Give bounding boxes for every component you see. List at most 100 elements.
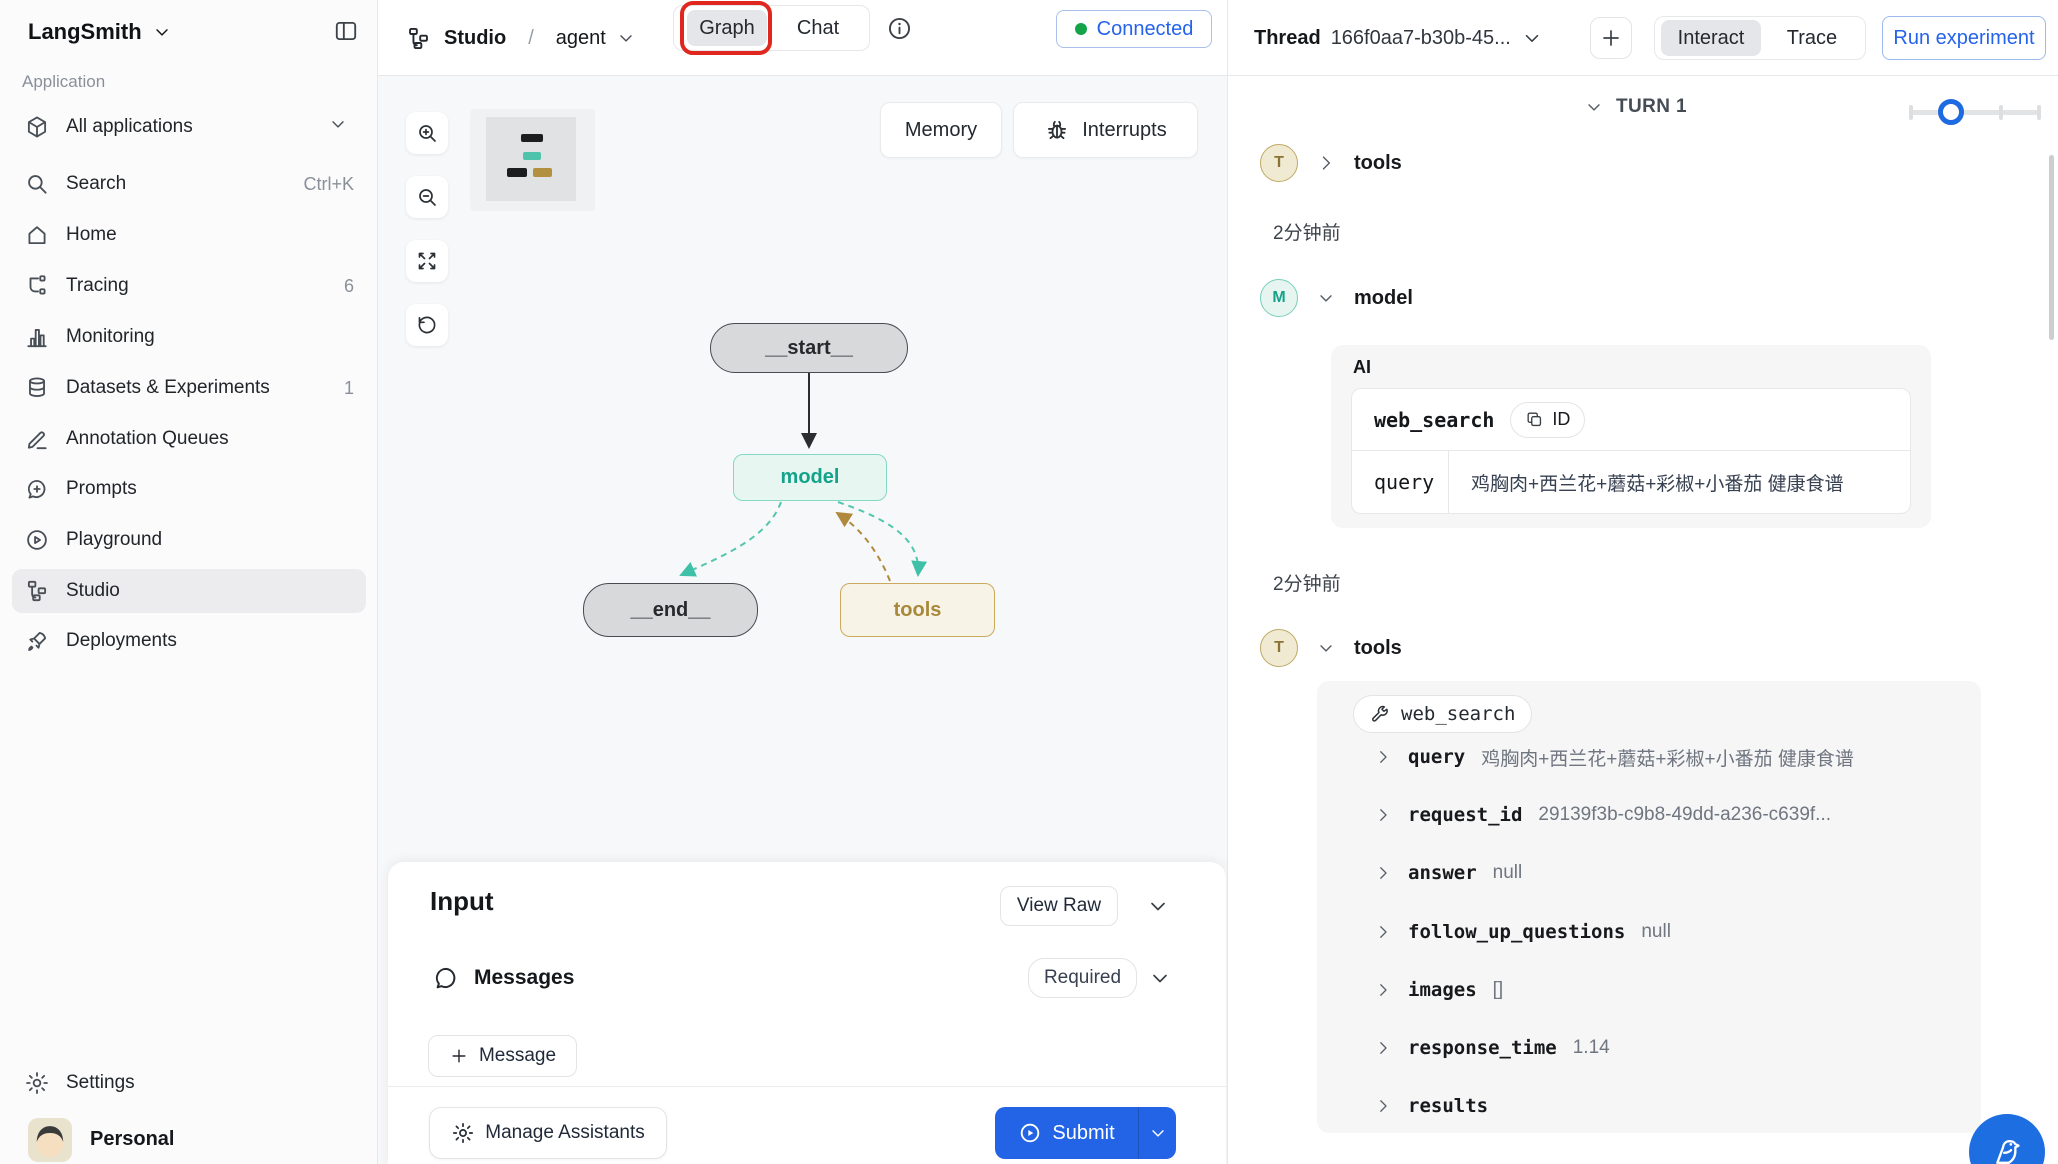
tab-graph[interactable]: Graph xyxy=(687,10,767,46)
sidebar-item-settings[interactable]: Settings xyxy=(12,1061,366,1105)
zoom-out-button[interactable] xyxy=(406,176,448,218)
bug-icon xyxy=(1044,117,1070,143)
chevron-right-icon xyxy=(1374,806,1392,824)
thread-header: Thread 166f0aa7-b30b-45... Interact Trac… xyxy=(1228,0,2058,76)
graph-minimap[interactable] xyxy=(470,109,595,211)
run-experiment-button[interactable]: Run experiment xyxy=(1882,16,2046,60)
chevron-down-icon xyxy=(328,114,354,140)
turn-chevron-down-icon xyxy=(1584,97,1604,117)
sidebar-item-playground[interactable]: Playground xyxy=(12,518,366,562)
new-thread-button[interactable] xyxy=(1590,17,1632,59)
account-name[interactable]: Personal xyxy=(90,1128,175,1150)
connected-dot-icon xyxy=(1074,23,1087,35)
chevron-right-icon[interactable] xyxy=(1316,153,1336,173)
fit-view-button[interactable] xyxy=(406,240,448,282)
chevron-down-icon xyxy=(616,28,636,48)
tools-avatar: T xyxy=(1260,144,1298,182)
messages-field-label: Messages xyxy=(474,966,575,989)
info-icon[interactable] xyxy=(886,15,913,42)
workspace-switcher[interactable]: LangSmith xyxy=(28,12,172,52)
node-model[interactable]: model xyxy=(733,454,887,501)
sidebar-item-all-applications[interactable]: All applications xyxy=(12,105,366,149)
edge-tools-to-model xyxy=(835,511,891,582)
monitoring-icon xyxy=(24,324,50,350)
input-title: Input xyxy=(430,886,494,916)
tab-interact[interactable]: Interact xyxy=(1661,20,1761,56)
chevron-down-icon[interactable] xyxy=(1316,638,1336,658)
node-start[interactable]: __start__ xyxy=(710,323,908,373)
sidebar-item-tracing[interactable]: Tracing 6 xyxy=(12,264,366,308)
zoom-in-button[interactable] xyxy=(406,112,448,154)
connection-status-badge[interactable]: Connected xyxy=(1056,10,1212,48)
breadcrumb: Studio / agent xyxy=(405,0,636,76)
result-row-follow-up-questions[interactable]: follow_up_questions null xyxy=(1374,917,1671,947)
section-label-application: Application xyxy=(22,72,106,91)
edge-model-to-end xyxy=(679,501,782,577)
collapse-input-chevron-icon[interactable] xyxy=(1146,894,1170,918)
messages-expand-chevron-icon[interactable] xyxy=(1148,966,1172,990)
sidebar-item-monitoring[interactable]: Monitoring xyxy=(12,315,366,359)
node-tools[interactable]: tools xyxy=(840,583,995,637)
sidebar-item-datasets[interactable]: Datasets & Experiments 1 xyxy=(12,366,366,410)
tools-entry-label[interactable]: tools xyxy=(1354,636,1402,659)
studio-main-panel: Studio / agent Graph Chat Connected xyxy=(378,0,1227,1164)
sidebar-item-prompts[interactable]: Prompts xyxy=(12,467,366,511)
tool-result-card: web_search query 鸡胸肉+西兰花+蘑菇+彩椒+小番茄 健康食谱 … xyxy=(1317,681,1981,1133)
tool-call-card: web_search ID query 鸡胸肉+西兰花+蘑菇+彩椒+小番茄 健康… xyxy=(1351,388,1911,514)
memory-button[interactable]: Memory xyxy=(880,102,1002,158)
scrollbar-thumb[interactable] xyxy=(2049,155,2054,340)
model-avatar: M xyxy=(1260,279,1298,317)
user-avatar[interactable] xyxy=(28,1118,72,1162)
sidebar-item-search[interactable]: Search Ctrl+K xyxy=(12,162,366,206)
chevron-down-icon[interactable] xyxy=(1316,288,1336,308)
tab-chat[interactable]: Chat xyxy=(796,16,840,39)
minimap-model-node xyxy=(523,152,541,160)
tracing-icon xyxy=(24,273,50,299)
submit-button[interactable]: Submit xyxy=(995,1107,1138,1159)
add-message-button[interactable]: Message xyxy=(428,1035,577,1077)
sidebar-item-home[interactable]: Home xyxy=(12,213,366,257)
tools-entry-label[interactable]: tools xyxy=(1354,151,1402,174)
datasets-count-badge: 1 xyxy=(343,377,354,398)
model-entry-label[interactable]: model xyxy=(1354,286,1413,309)
prompt-bubble-icon xyxy=(24,476,50,502)
result-row-images[interactable]: images [] xyxy=(1374,975,1503,1005)
home-icon xyxy=(24,222,50,248)
edge-model-to-tools xyxy=(837,501,928,577)
turn-header[interactable]: TURN 1 xyxy=(1584,96,1687,118)
sidebar-item-studio[interactable]: Studio xyxy=(12,569,366,613)
wrench-icon xyxy=(1370,704,1391,725)
interrupts-button[interactable]: Interrupts xyxy=(1013,102,1198,158)
sidebar-item-deployments[interactable]: Deployments xyxy=(12,619,366,663)
result-row-results[interactable]: results xyxy=(1374,1091,1504,1121)
input-panel: Input View Raw Messages Required Message… xyxy=(388,862,1226,1164)
thread-label: Thread xyxy=(1254,26,1321,49)
chevron-right-icon xyxy=(1374,923,1392,941)
result-row-request-id[interactable]: request_id 29139f3b-c9b8-49dd-a236-c639f… xyxy=(1374,800,1831,830)
breadcrumb-studio: Studio xyxy=(444,26,507,49)
input-footer-divider xyxy=(388,1086,1226,1087)
submit-options-chevron[interactable] xyxy=(1138,1107,1176,1159)
graph-canvas[interactable]: Memory Interrupts __start__ model xyxy=(378,76,1227,1164)
view-raw-button[interactable]: View Raw xyxy=(1000,886,1118,926)
manage-assistants-button[interactable]: Manage Assistants xyxy=(429,1107,667,1159)
model-output-card: AI web_search ID query 鸡胸肉+西兰花+蘑菇+彩椒+小番茄… xyxy=(1331,345,1931,528)
agent-selector[interactable]: agent xyxy=(555,26,606,49)
tool-call-name: web_search xyxy=(1374,407,1495,432)
turn-slider-track[interactable] xyxy=(1909,110,2041,115)
reset-layout-button[interactable] xyxy=(406,304,448,346)
node-end[interactable]: __end__ xyxy=(583,583,758,637)
tab-trace[interactable]: Trace xyxy=(1786,26,1838,49)
result-row-query[interactable]: query 鸡胸肉+西兰花+蘑菇+彩椒+小番茄 健康食谱 xyxy=(1374,742,1854,772)
sidebar-collapse-button[interactable] xyxy=(329,14,363,48)
chevron-right-icon xyxy=(1374,981,1392,999)
turn-slider-handle[interactable] xyxy=(1938,99,1964,125)
copy-id-button[interactable]: ID xyxy=(1510,401,1586,438)
interact-trace-tabs: Interact Trace xyxy=(1654,16,1866,60)
sidebar-item-annotation-queues[interactable]: Annotation Queues xyxy=(12,417,366,461)
thread-chevron-down-icon[interactable] xyxy=(1521,27,1543,49)
result-row-answer[interactable]: answer null xyxy=(1374,858,1522,888)
result-row-response-time[interactable]: response_time 1.14 xyxy=(1374,1033,1610,1063)
chevron-right-icon xyxy=(1374,748,1392,766)
